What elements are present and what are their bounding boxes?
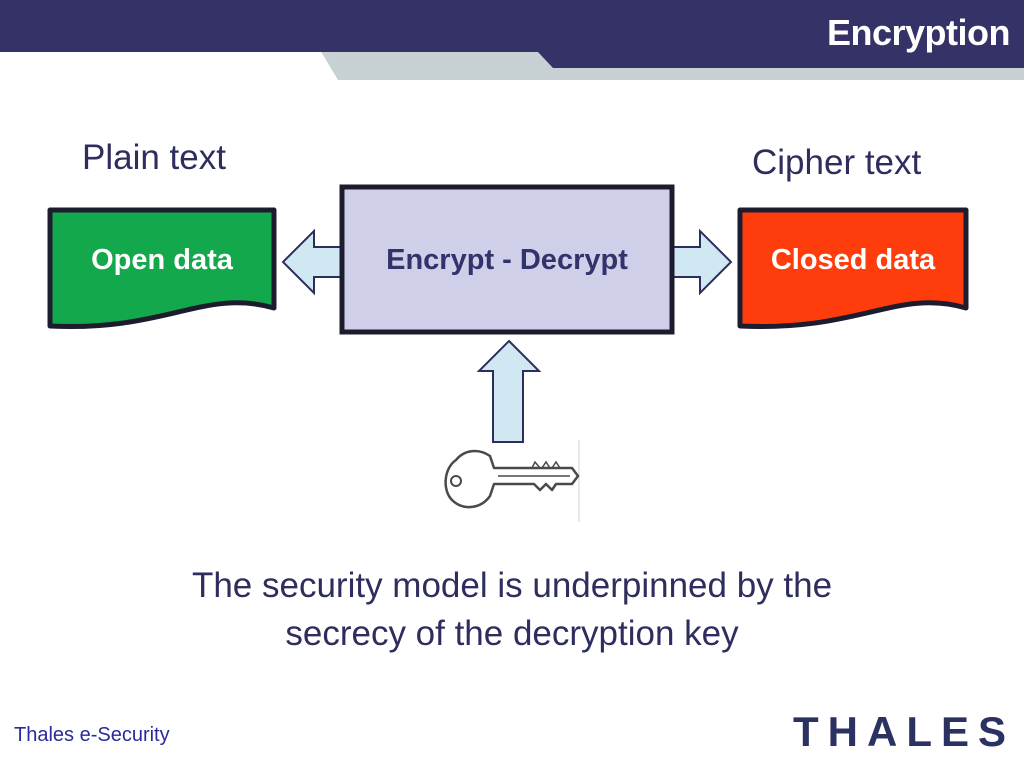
right-arrow bbox=[671, 228, 733, 296]
open-data-document bbox=[47, 207, 277, 330]
caption-line-1: The security model is underpinned by the bbox=[191, 566, 833, 605]
encrypt-decrypt-label: Encrypt - Decrypt bbox=[386, 244, 628, 276]
header-bar bbox=[0, 0, 1024, 80]
left-arrow bbox=[281, 228, 343, 296]
caption: The security model is underpinned by the… bbox=[0, 562, 1024, 658]
caption-line-2: secrecy of the decryption key bbox=[285, 614, 739, 653]
encryption-diagram bbox=[47, 184, 969, 443]
header-gray-band bbox=[0, 50, 1024, 80]
up-arrow bbox=[476, 339, 542, 443]
plain-text-label: Plain text bbox=[82, 138, 226, 177]
thales-logo: THALES bbox=[793, 708, 1015, 755]
closed-data-document bbox=[737, 207, 969, 330]
key-icon bbox=[444, 440, 580, 522]
header-navy-band bbox=[0, 0, 1024, 68]
cipher-text-label: Cipher text bbox=[752, 143, 922, 182]
encrypt-decrypt-box bbox=[339, 184, 675, 335]
page-title: Encryption bbox=[826, 12, 1011, 53]
footer-company: Thales e-Security bbox=[14, 724, 170, 746]
closed-data-label: Closed data bbox=[770, 244, 936, 276]
open-data-label: Open data bbox=[91, 244, 233, 276]
